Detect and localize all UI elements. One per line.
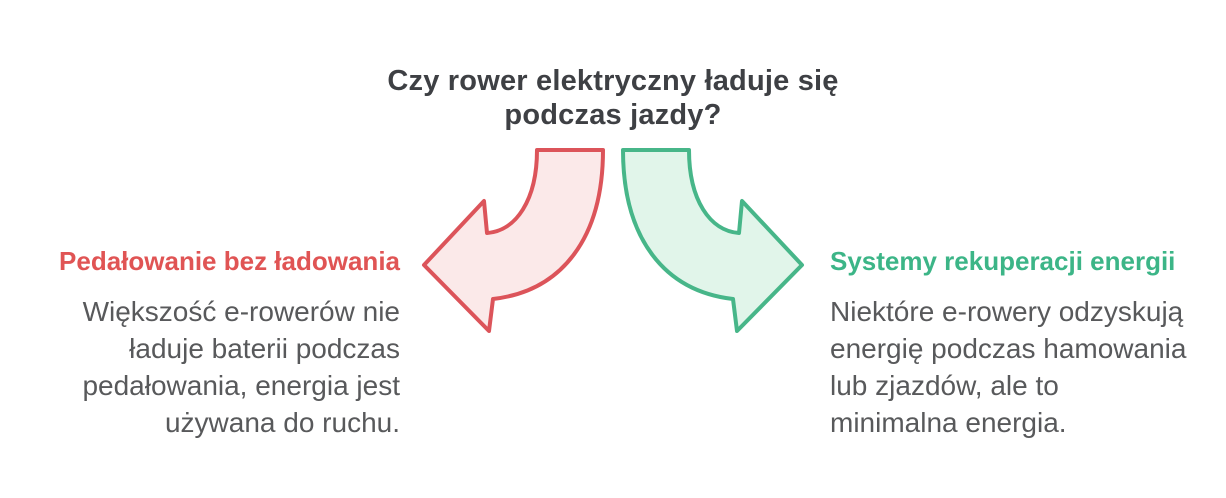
left-branch: Pedałowanie bez ładowania Większość e-ro… [0,246,400,441]
left-body-line: Większość e-rowerów nie [82,296,400,327]
left-body-line: ładuje baterii podczas [129,333,400,364]
curved-arrow-left-icon [422,148,605,333]
left-branch-heading: Pedałowanie bez ładowania [59,246,400,276]
right-branch-heading: Systemy rekuperacji energii [830,246,1176,276]
right-body-line: Niektóre e-rowery odzyskują [830,296,1184,327]
page-title: Czy rower elektryczny ładuje się podczas… [0,64,1226,132]
left-branch-body: Większość e-rowerów nie ładuje baterii p… [0,293,400,441]
right-body-line: lub zjazdów, ale to [830,370,1059,401]
page-title-line-1: Czy rower elektryczny ładuje się [387,65,839,97]
curved-arrow-right-icon [621,148,804,333]
left-body-line: pedałowania, energia jest [82,370,400,401]
right-body-line: minimalna energia. [830,407,1067,438]
right-branch: Systemy rekuperacji energii Niektóre e-r… [830,246,1226,441]
page-title-line-2: podczas jazdy? [504,99,722,131]
left-body-line: używana do ruchu. [164,407,400,438]
right-branch-body: Niektóre e-rowery odzyskują energię podc… [830,293,1226,441]
right-body-line: energię podczas hamowania [830,333,1187,364]
